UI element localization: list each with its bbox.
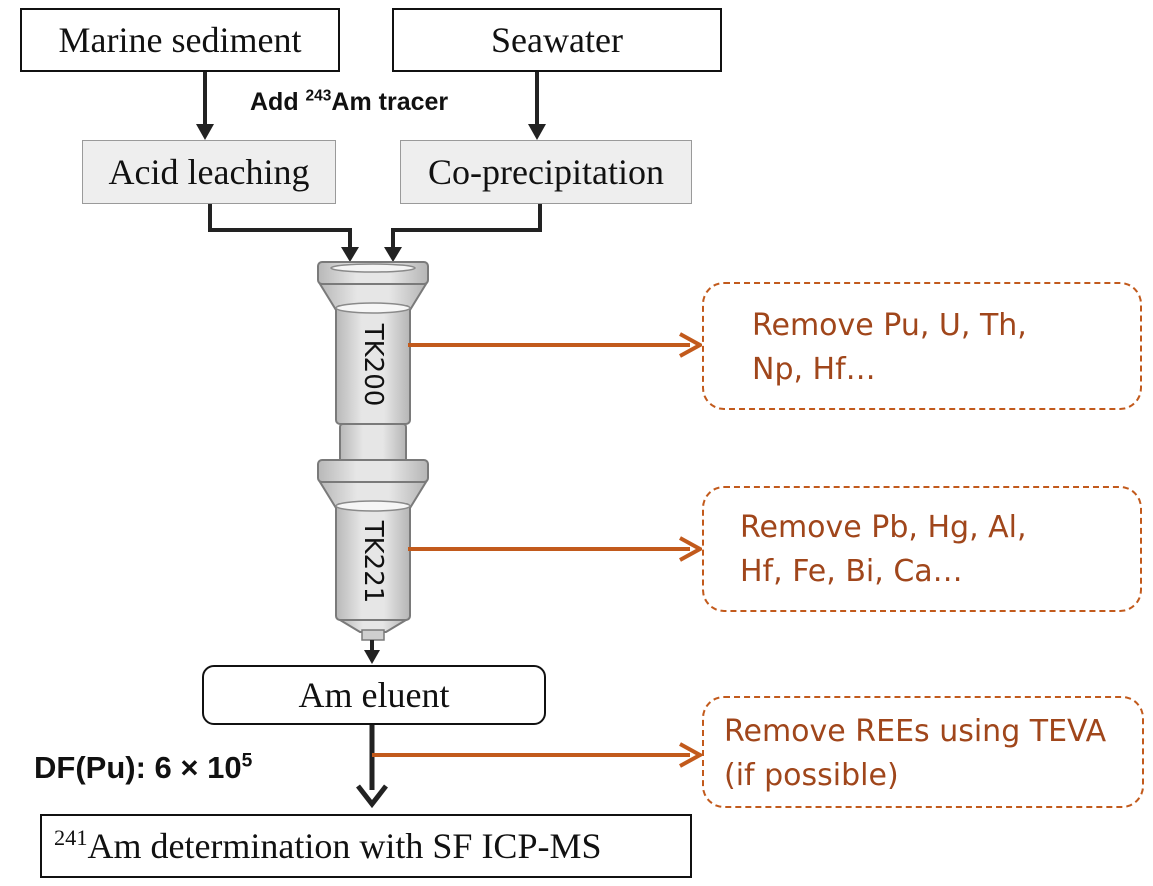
arrow-seawater-to-coprecipitation <box>528 72 546 140</box>
arrow-remove-teva <box>372 742 705 768</box>
co-precipitation-label: Co-precipitation <box>428 152 664 192</box>
decontamination-exponent: 5 <box>241 750 253 772</box>
removal-tk221-line-1: Remove Pb, Hg, Al, <box>740 510 1027 545</box>
column-connector <box>339 423 407 463</box>
acid-leaching-box: Acid leaching <box>82 140 336 204</box>
removal-tk221-line-2: Hf, Fe, Bi, Ca… <box>740 554 963 589</box>
removal-box-tk200: Remove Pu, U, Th, Np, Hf… <box>702 282 1142 410</box>
marine-sediment-box: Marine sediment <box>20 8 340 72</box>
column-label-tk200: TK200 <box>358 323 388 407</box>
removal-teva-line-2: (if possible) <box>724 758 899 793</box>
seawater-label: Seawater <box>491 20 623 60</box>
column-label-tk221: TK221 <box>358 520 388 604</box>
arrow-eluent-to-determination <box>356 725 388 809</box>
column-tk221 <box>317 459 429 641</box>
am-eluent-label: Am eluent <box>298 675 450 715</box>
determination-label: 241Am determination with SF ICP-MS <box>54 825 602 866</box>
decontamination-factor-label: DF(Pu): 6 × 105 <box>34 750 253 785</box>
co-precipitation-box: Co-precipitation <box>400 140 692 204</box>
am-eluent-box: Am eluent <box>202 665 546 725</box>
acid-leaching-label: Acid leaching <box>108 152 310 192</box>
seawater-box: Seawater <box>392 8 722 72</box>
arrow-remove-tk221 <box>408 536 705 562</box>
determination-box: 241Am determination with SF ICP-MS <box>40 814 692 878</box>
arrow-leaching-to-column <box>208 204 359 262</box>
arrow-sediment-to-leaching <box>196 72 214 140</box>
arrow-coprecipitation-to-column <box>384 204 542 262</box>
tracer-isotope: 243 <box>305 87 332 105</box>
arrow-remove-tk200 <box>408 332 705 358</box>
determination-isotope: 241 <box>54 825 88 850</box>
arrow-column-to-eluent <box>364 640 380 664</box>
removal-tk200-line-2: Np, Hf… <box>752 352 876 387</box>
marine-sediment-label: Marine sediment <box>58 20 302 60</box>
tracer-label: Add 243Am tracer <box>250 87 449 116</box>
column-tk200 <box>317 261 429 425</box>
removal-tk200-line-1: Remove Pu, U, Th, <box>752 308 1027 343</box>
removal-teva-line-1: Remove REEs using TEVA <box>724 714 1107 749</box>
removal-box-tk221: Remove Pb, Hg, Al, Hf, Fe, Bi, Ca… <box>702 486 1142 612</box>
removal-box-teva: Remove REEs using TEVA (if possible) <box>702 696 1144 808</box>
